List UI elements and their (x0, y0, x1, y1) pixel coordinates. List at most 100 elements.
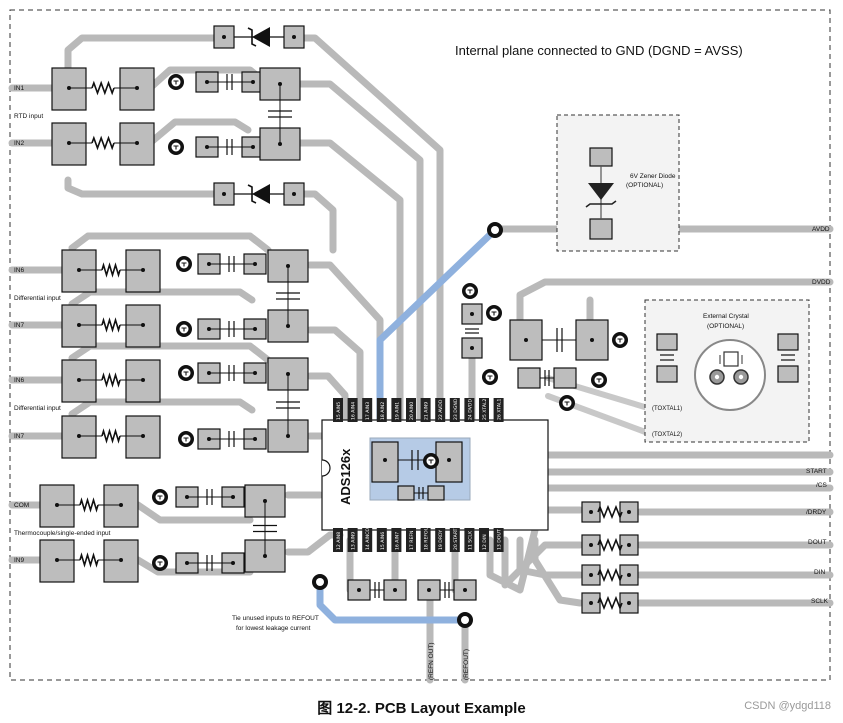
pin-label: 14 AINCOM (365, 524, 371, 550)
label-in6b: IN6 (14, 377, 25, 384)
plane-note: Internal plane connected to GND (DGND = … (455, 43, 743, 58)
chip-pin-top: 23 DGND (449, 398, 460, 422)
pin-label: 12 AIN8 (336, 532, 342, 550)
pin-label: 23 DGND (453, 398, 459, 420)
chip-center-caps (371, 441, 463, 501)
capacitor (197, 318, 267, 340)
series-resistor (581, 501, 639, 523)
crystal-toxtal2: (TOXTAL2) (652, 432, 682, 438)
resistor (51, 122, 155, 166)
pin-label: 17 REFN (409, 531, 415, 550)
crystal-toxtal1: (TOXTAL1) (652, 406, 682, 412)
label-in7a: IN7 (14, 322, 25, 329)
differential-capacitor (267, 357, 309, 453)
label-cs: /CS (816, 482, 828, 489)
label-diff2: Differential input (14, 405, 61, 412)
chip-pin-top: 26 XTAL1 (493, 398, 504, 422)
resistor (39, 484, 139, 528)
pin-label: 24 DVDD (467, 399, 473, 420)
tie-note-line1: Tie unused inputs to REFOUT (232, 615, 319, 622)
capacitor (197, 253, 267, 275)
crystal-block: External Crystal (OPTIONAL) (TOXTAL1) (T… (644, 299, 810, 443)
capacitor (197, 428, 267, 450)
chip-pin-top: 15 AIN5 (333, 398, 343, 422)
resistor (61, 359, 161, 403)
gnd-via-icon (482, 369, 498, 385)
pin-label: 20 START (453, 528, 459, 550)
label-dout: DOUT (808, 539, 826, 546)
zener-diode-block: 6V Zener Diode (OPTIONAL) (556, 114, 680, 252)
resistor (61, 415, 161, 459)
tvs-diode-bottom (213, 182, 305, 206)
chip-pin-bottom: 11 SCLK (464, 528, 475, 552)
label-thermo: Thermocouple/single-ended input (14, 530, 111, 537)
chip-pin-top: 25 XTAL2 (479, 398, 489, 422)
gnd-via-icon (486, 305, 502, 321)
watermark: CSDN @ydgd118 (744, 700, 831, 712)
gnd-via-icon (178, 431, 194, 447)
via-icon (457, 612, 473, 628)
chip-pin-top: 21 AIN9 (420, 398, 431, 422)
digital-series-resistors (581, 501, 639, 614)
chip-pin-bottom: 15 AIN6 (376, 528, 387, 552)
differential-capacitor (259, 67, 301, 161)
via-icon (487, 222, 503, 238)
chip-pin-bottom: 17 REFN (406, 528, 416, 552)
chip-pin-bottom: 13 DOUT (493, 528, 504, 552)
gnd-via-icon (152, 555, 168, 571)
series-resistor (581, 534, 639, 556)
pin-label: 13 DOUT (497, 529, 503, 550)
pin-label: 18 AIN2 (380, 402, 386, 420)
pin-label: 19 DRDY (438, 530, 444, 550)
gnd-via-icon (176, 321, 192, 337)
input-resistors (39, 67, 161, 583)
pin-label: 15 AIN5 (336, 402, 342, 420)
series-resistor (581, 564, 639, 586)
chip-pin-top: 22 AVDD (435, 398, 446, 422)
label-in6a: IN6 (14, 267, 25, 274)
differential-capacitor (267, 249, 309, 343)
dvdd-decoupling (461, 303, 609, 389)
series-resistor (581, 592, 639, 614)
reference-capacitors (347, 579, 477, 601)
label-din: DIN (814, 569, 826, 576)
ads126x-chip (321, 419, 549, 531)
pin-label: 19 AIN1 (394, 402, 400, 420)
chip-pin-top: 24 DVDD (464, 398, 475, 422)
chip-pin-bottom: 20 START (449, 528, 460, 552)
label-in1: IN1 (14, 85, 25, 92)
pin-label: 16 AIN7 (394, 532, 400, 550)
capacitor (195, 71, 265, 93)
pin-label: 18 REFOUT (424, 524, 430, 550)
chip-pin-top: 20 AIN0 (406, 398, 416, 422)
pin-label: 25 XTAL2 (482, 398, 488, 420)
pin-label: 26 XTAL1 (497, 398, 503, 420)
chip-pin-bottom: 12 AIN8 (333, 528, 343, 552)
gnd-via-icon (612, 332, 628, 348)
pin-label: 12 DIN (482, 534, 488, 550)
chip-pin-top: 17 AIN3 (362, 398, 373, 422)
chip-pin-bottom: 13 AIN9 (347, 528, 358, 552)
gnd-via-icon (168, 139, 184, 155)
pin-label: 13 AIN9 (351, 532, 357, 550)
chip-pin-bottom: 12 DIN (479, 528, 489, 552)
zener-label: 6V Zener Diode (630, 173, 676, 180)
label-diff1: Differential input (14, 295, 61, 302)
chip-name: ADS126x (338, 448, 353, 505)
pin-label: 20 AIN0 (409, 402, 415, 420)
pin-label: 15 AIN6 (380, 532, 386, 550)
resistor (61, 249, 161, 293)
differential-capacitor (244, 484, 286, 573)
label-com: COM (14, 502, 29, 509)
label-sclk: SCLK (811, 598, 829, 605)
figure-caption: 图 12-2. PCB Layout Example (317, 700, 526, 717)
label-refn-out: (REFN OUT) (428, 642, 435, 680)
label-in9: IN9 (14, 557, 25, 564)
gnd-via-icon (423, 453, 439, 469)
gnd-via-icon (559, 395, 575, 411)
gnd-via-icon (591, 372, 607, 388)
pin-label: 16 AIN4 (351, 402, 357, 420)
chip-pin-bottom: 14 AINCOM (362, 524, 373, 552)
label-start: START (806, 468, 827, 475)
